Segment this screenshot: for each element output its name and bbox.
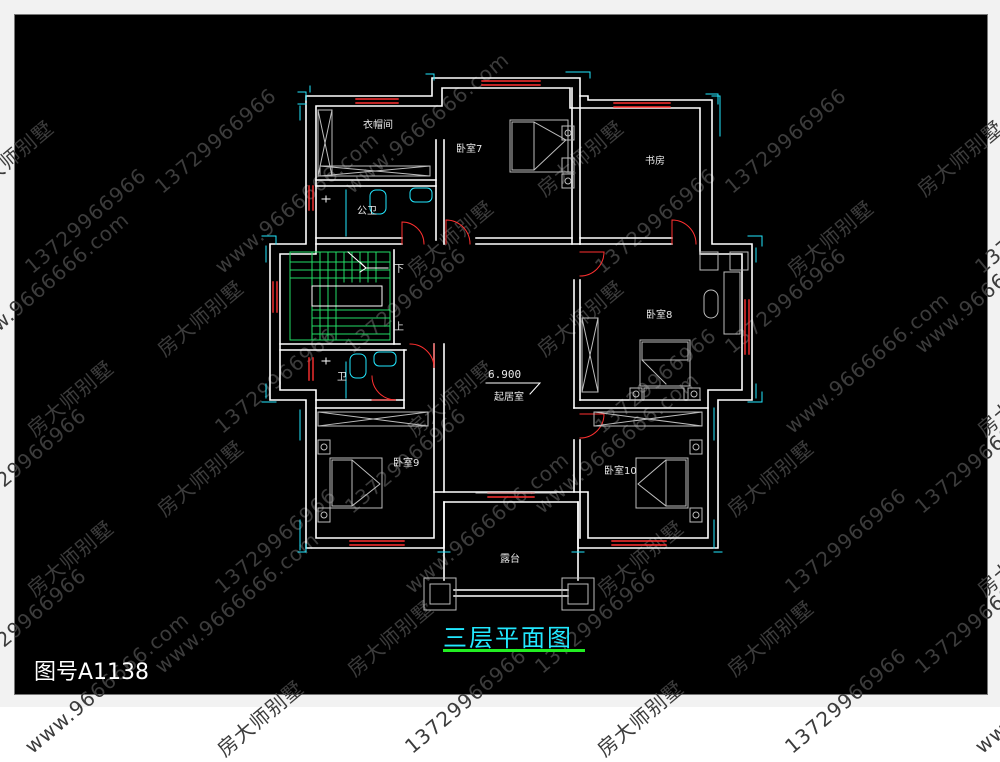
window (744, 299, 750, 355)
room-label-study: 书房 (645, 156, 665, 167)
nightstand (629, 387, 643, 401)
inner-wall-line (279, 87, 743, 539)
window (308, 357, 314, 381)
door (445, 219, 471, 245)
door (371, 375, 397, 401)
floor-plan (261, 71, 763, 611)
sink (409, 187, 433, 203)
nightstand (687, 387, 701, 401)
shower-icons (321, 195, 331, 365)
window (613, 102, 671, 108)
room-label-bedroom9: 卧室9 (393, 458, 420, 469)
toilet (369, 189, 387, 215)
stair-arrow (347, 251, 389, 273)
window (349, 540, 405, 546)
doors (371, 219, 697, 439)
armchair (729, 251, 749, 271)
wardrobe (319, 165, 431, 177)
nightstand (317, 439, 331, 455)
room-label-bedroom8: 卧室8 (646, 310, 673, 321)
pillar (423, 577, 457, 611)
armchair (699, 251, 719, 271)
table (703, 289, 719, 319)
sofa (723, 271, 741, 335)
nightstand (689, 439, 703, 455)
figure-number: 图号A1138 (34, 660, 150, 685)
corner-markers (261, 71, 763, 553)
drawing-canvas (14, 14, 988, 695)
door (579, 413, 605, 439)
title-underline (443, 649, 585, 652)
window (481, 80, 541, 86)
door (671, 219, 697, 245)
toilet (349, 353, 367, 379)
windows (272, 80, 750, 546)
door (579, 251, 605, 277)
door (409, 343, 435, 369)
bed (509, 119, 569, 173)
room-label-bedroom10: 卧室10 (604, 466, 637, 477)
walls (269, 77, 753, 597)
bed (329, 457, 383, 509)
window (355, 98, 399, 104)
wardrobe (593, 411, 703, 427)
window (611, 540, 667, 546)
pillar (561, 577, 595, 611)
nightstand (561, 173, 575, 189)
room-label-cloakroom: 衣帽间 (363, 120, 393, 131)
stair-label-down: 下 (394, 264, 404, 275)
fixtures (345, 187, 433, 399)
room-label-terrace: 露台 (500, 554, 520, 565)
elevation-marker (485, 382, 542, 395)
stair-label-up: 上 (394, 322, 404, 333)
window (308, 185, 314, 211)
room-label-bathroom-left: 卫 (337, 372, 347, 383)
nightstand (561, 125, 575, 141)
bed (635, 457, 689, 509)
room-label-living: 起居室 (494, 392, 524, 403)
nightstand (689, 507, 703, 523)
door (401, 221, 425, 245)
wardrobe (581, 317, 599, 393)
sink (373, 351, 397, 367)
furniture (317, 109, 749, 611)
nightstand (561, 157, 575, 173)
room-label-bathroom-top: 公卫 (357, 206, 377, 217)
plan-title: 三层平面图 (443, 624, 573, 652)
staircase (289, 251, 391, 341)
outer-wall-line (269, 77, 753, 549)
elevation-value: 6.900 (488, 368, 522, 381)
window (487, 492, 535, 498)
nightstand (317, 507, 331, 523)
bed (639, 339, 691, 387)
room-label-bedroom7: 卧室7 (456, 144, 483, 155)
window (272, 281, 278, 313)
wardrobe (317, 411, 429, 427)
